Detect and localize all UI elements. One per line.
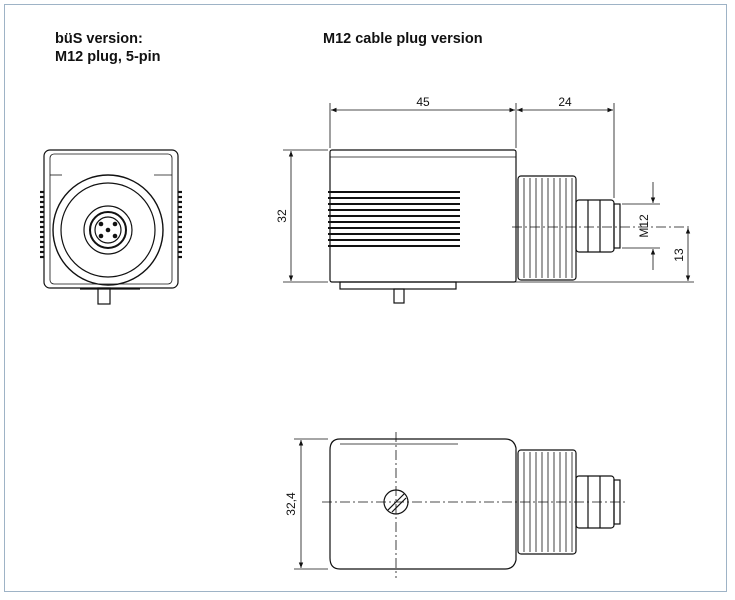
dim-45: 45 (416, 95, 430, 109)
side-view-cooling-fins (328, 191, 460, 247)
title-bus-line1: büS version: (55, 31, 143, 47)
dim-32: 32 (275, 209, 289, 223)
dim-13: 13 (672, 248, 686, 262)
title-bus-line2: M12 plug, 5-pin (55, 49, 161, 65)
title-m12-cable-plug: M12 cable plug version (323, 31, 483, 47)
front-view-grip-ticks (40, 190, 182, 259)
top-view-dimension-lines (294, 438, 328, 570)
title-bus-version: büS version: M12 plug, 5-pin (55, 30, 161, 66)
dim-m12: M12 (637, 214, 651, 238)
front-view (43, 149, 179, 305)
dimension-lines (283, 103, 694, 283)
top-view-plug (517, 449, 621, 555)
drawing-frame (4, 4, 727, 592)
top-view-centerlines (322, 432, 625, 578)
dim-32-4: 32,4 (284, 492, 298, 516)
dim-24: 24 (558, 95, 572, 109)
side-view-plug (517, 175, 621, 281)
top-view-body (329, 438, 517, 570)
side-view-body (329, 149, 517, 304)
